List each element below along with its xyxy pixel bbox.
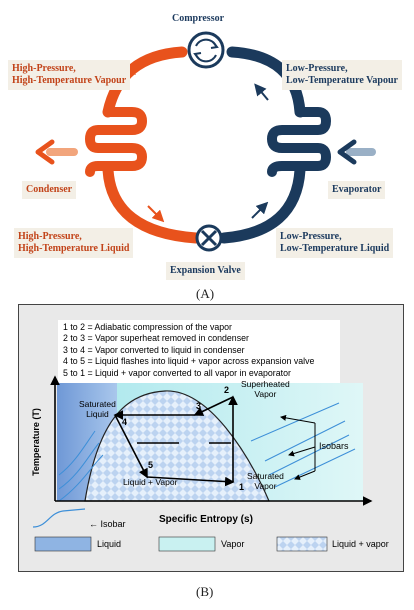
key-mix-label: Liquid + vapor — [332, 539, 389, 549]
key-mix-swatch — [276, 536, 328, 552]
y-axis-title: Temperature (T) — [31, 408, 41, 476]
lp-vapour-line1: Low-Pressure, — [286, 63, 348, 74]
evaporator-label: Evaporator — [328, 181, 386, 199]
isobar-callouts — [280, 414, 316, 480]
legend-line-3: 3 to 4 = Vapor converted to liquid in co… — [63, 344, 245, 355]
point-4-label: 4 — [122, 417, 128, 427]
compressor-label: Compressor — [172, 13, 225, 24]
heat-in-arrow — [337, 139, 376, 165]
key-liquid-label: Liquid — [97, 539, 122, 549]
saturated-vapor-line2: Vapor — [254, 481, 277, 491]
superheated-line1: Superheated — [241, 379, 290, 389]
lp-liquid-label: Low-Pressure, Low-Temperature Liquid — [276, 228, 394, 258]
process-legend-box — [58, 320, 340, 383]
isobar-key-line — [32, 508, 86, 528]
cold-liquid-pipe — [218, 164, 306, 244]
lp-liquid-line2: Low-Temperature Liquid — [280, 243, 390, 254]
point-1-label: 1 — [239, 482, 245, 492]
ts-diagram-panel: 1 to 2 = Adiabatic compression of the va… — [18, 304, 404, 572]
flow-arrow-hot-top — [122, 61, 149, 75]
heat-out-arrow — [35, 139, 78, 165]
flow-arrow-cold-bottom — [251, 201, 269, 219]
hp-liquid-line2: High-Temperature Liquid — [18, 243, 130, 254]
legend-line-4: 4 to 5 = Liquid flashes into liquid + va… — [63, 356, 315, 367]
cold-vapour-pipe — [226, 46, 306, 118]
key-vapor-label: Vapor — [221, 539, 245, 549]
legend-line-5: 5 to 1 = Liquid + vapor converted to all… — [63, 367, 291, 378]
evaporator-coil — [266, 107, 332, 177]
condenser-label: Condenser — [22, 181, 77, 199]
saturated-liquid-line2: Liquid — [86, 409, 109, 419]
point-2-label: 2 — [224, 385, 230, 395]
lp-vapour-label: Low-Pressure, Low-Temperature Vapour — [282, 60, 402, 90]
lp-liquid-line1: Low-Pressure, — [280, 231, 342, 242]
key-liquid-swatch — [34, 536, 92, 552]
isobars-label: Isobars — [319, 441, 349, 451]
expansion-valve-label: Expansion Valve — [166, 262, 245, 280]
process-legend: 1 to 2 = Adiabatic compression of the va… — [63, 322, 314, 379]
condenser-coil — [84, 107, 148, 177]
hp-liquid-label: High-Pressure, High-Temperature Liquid — [14, 228, 134, 258]
point-5-label: 5 — [148, 460, 154, 470]
superheated-vapor-label: Superheated Vapor — [241, 379, 290, 399]
ts-diagram-svg — [32, 320, 373, 552]
liquid-vapor-label: Liquid + Vapor — [123, 477, 178, 487]
legend-line-1: 1 to 2 = Adiabatic compression of the va… — [63, 322, 232, 332]
saturation-dome — [84, 390, 270, 502]
legend-line-2: 2 to 3 = Vapor superheat removed in cond… — [63, 333, 249, 344]
hp-liquid-line1: High-Pressure, — [18, 231, 82, 242]
expansion-valve-icon — [195, 224, 223, 252]
superheated-line2: Vapor — [254, 389, 277, 399]
caption-a: (A) — [196, 286, 215, 301]
cycle-path — [113, 395, 238, 487]
refrigeration-cycle-diagram — [35, 31, 376, 252]
x-axis-title: Specific Entropy (s) — [159, 514, 253, 525]
key-vapor-swatch — [158, 536, 216, 552]
lp-vapour-line2: Low-Temperature Vapour — [286, 75, 398, 86]
saturated-vapor-line1: Saturated — [247, 471, 284, 481]
hp-vapour-line1: High-Pressure, — [12, 63, 76, 74]
saturated-vapor-label: Saturated Vapor — [247, 471, 284, 491]
compressor-icon — [187, 31, 225, 69]
saturated-liquid-line1: Saturated — [79, 399, 116, 409]
hot-liquid-pipe — [102, 164, 202, 244]
hp-vapour-label: High-Pressure, High-Temperature Vapour — [8, 60, 131, 90]
flow-arrow-cold-top — [254, 83, 269, 101]
saturated-liquid-label: Saturated Liquid — [79, 399, 116, 419]
flow-arrow-hot-bottom — [147, 205, 165, 223]
hp-vapour-line2: High-Temperature Vapour — [12, 75, 127, 86]
point-3-label: 3 — [196, 401, 202, 411]
caption-b: (B) — [196, 584, 214, 599]
isobar-key-label: ← Isobar — [89, 519, 126, 529]
